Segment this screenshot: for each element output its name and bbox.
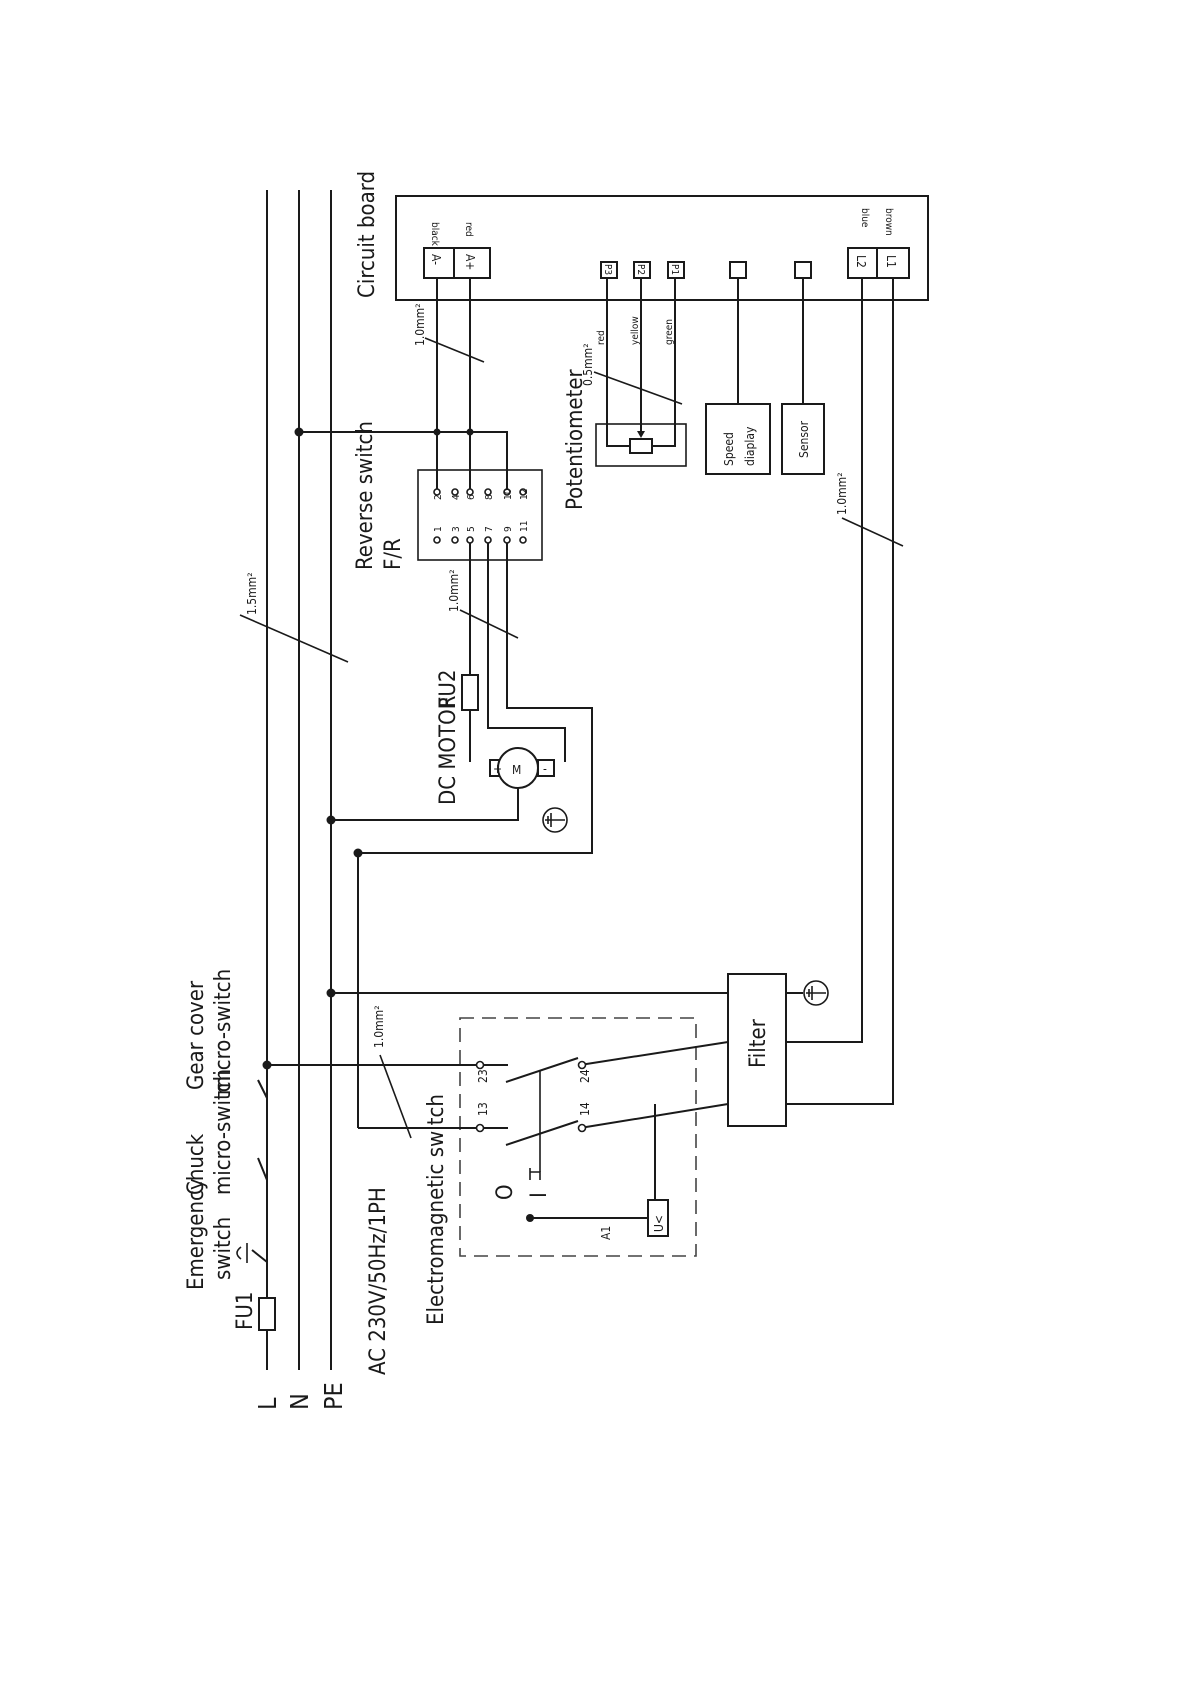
board-terminal-l1 xyxy=(876,247,910,279)
speed-display-label-1: Speed xyxy=(722,432,736,466)
board-terminal-a-plus-label: A+ xyxy=(463,254,477,270)
coil-label: U< xyxy=(652,1215,666,1232)
speed-display-box xyxy=(705,403,771,475)
rail-label-pe: PE xyxy=(319,1382,348,1410)
supply-label: AC 230V/50Hz/1PH xyxy=(366,1187,391,1375)
wire-size-motor: 1.0mm² xyxy=(447,569,461,612)
pin-7: 7 xyxy=(484,526,495,532)
motor-label: DC MOTOR xyxy=(436,695,461,805)
pin-1: 1 xyxy=(433,526,444,532)
ground-icon xyxy=(542,807,568,833)
board-terminal-l1-label: L1 xyxy=(884,255,898,268)
sensor-label: Sensor xyxy=(797,420,811,458)
pin-5: 5 xyxy=(466,526,477,532)
fuse-label-fu2: FU2 xyxy=(436,670,461,708)
sensor-box xyxy=(781,403,825,475)
wire-size-potentiometer: 0.5mm² xyxy=(581,343,595,386)
board-wire-color-red: red xyxy=(463,222,474,237)
pin-10: 10 xyxy=(503,488,514,500)
potentiometer-label: Potentiometer xyxy=(563,368,588,510)
pin-11: 11 xyxy=(519,521,530,532)
terminal-14 xyxy=(577,1123,587,1133)
circuit-board-label: Circuit board xyxy=(355,171,380,298)
terminal-23 xyxy=(475,1060,485,1070)
board-wire-color-blue: blue xyxy=(859,208,870,228)
terminal-23-label: 23 xyxy=(476,1069,490,1083)
terminal-24 xyxy=(577,1060,587,1070)
pot-wire-green: green xyxy=(664,319,675,345)
motor-plus: + xyxy=(493,762,502,776)
circuit-board xyxy=(395,195,929,301)
potentiometer-wires xyxy=(593,278,683,454)
rail-labels: L N PE xyxy=(253,1382,348,1410)
on-label: I xyxy=(527,1192,552,1198)
fuse-label-fu1: FU1 xyxy=(233,1292,258,1330)
fuse-icon xyxy=(258,1297,276,1331)
pin-3: 3 xyxy=(451,526,462,532)
wire-size-supply-board: 1.0mm² xyxy=(835,472,849,515)
board-wire-color-brown: brown xyxy=(883,208,894,236)
motor-icon: M + - xyxy=(489,747,555,789)
fuse-icon xyxy=(461,674,479,711)
motor-minus: - xyxy=(543,762,547,776)
board-terminal-p3-label: P3 xyxy=(602,264,613,275)
emergency-switch-label-1: Emergency xyxy=(184,1178,209,1290)
motor-symbol: M xyxy=(512,763,521,777)
filter-box xyxy=(727,973,787,1127)
board-terminal-p1-label: P1 xyxy=(669,264,680,275)
gear-cover-label-1: Gear cover xyxy=(184,980,209,1090)
rail-label-l: L xyxy=(253,1397,282,1410)
supply-wires xyxy=(786,278,904,1105)
reverse-switch-label-2: F/R xyxy=(381,538,406,570)
terminal-24-label: 24 xyxy=(578,1069,592,1083)
pin-6: 6 xyxy=(466,494,477,500)
undervoltage-coil xyxy=(647,1199,669,1237)
reverse-switch-label-1: Reverse switch xyxy=(353,421,378,570)
chuck-switch-label-2: micro-switch xyxy=(211,1069,236,1195)
pin-8: 8 xyxy=(484,494,495,500)
speed-display-label-2: diaplay xyxy=(743,426,757,466)
pin-4: 4 xyxy=(451,494,462,500)
board-terminal-sensor xyxy=(794,261,812,279)
gear-cover-label-2: micro-switch xyxy=(211,969,236,1095)
board-terminal-p2-label: P2 xyxy=(635,264,646,275)
electromagnetic-wiring xyxy=(267,1041,729,1222)
board-terminal-a-minus-label: A- xyxy=(429,254,443,265)
terminal-14-label: 14 xyxy=(578,1102,592,1116)
pin-2: 2 xyxy=(433,494,444,500)
pot-wire-yellow: yellow xyxy=(630,316,641,345)
electromagnetic-switch-label: Electromagnetic switch xyxy=(424,1094,449,1325)
wire-size-switch: 1.0mm² xyxy=(372,1005,386,1048)
reverse-switch xyxy=(417,469,543,561)
wire-size-main: 1.5mm² xyxy=(245,572,259,615)
filter-label: Filter xyxy=(746,1018,771,1068)
emergency-switch-label-2: switch xyxy=(211,1217,236,1280)
coil-terminal-label: A1 xyxy=(599,1226,613,1240)
mushroom-button-icon xyxy=(236,1243,268,1263)
electromagnetic-switch-box xyxy=(459,1017,697,1257)
wire-size-board-motor: 1.0mm² xyxy=(413,303,427,346)
terminal-13 xyxy=(475,1123,485,1133)
board-terminal-a-plus xyxy=(453,247,491,279)
rail-label-n: N xyxy=(285,1393,314,1410)
pin-12: 12 xyxy=(519,489,530,500)
board-terminal-p3 xyxy=(600,261,618,279)
off-label: O xyxy=(493,1184,518,1200)
terminal-13-label: 13 xyxy=(476,1102,490,1116)
chuck-switch-label-1: Chuck xyxy=(184,1133,209,1195)
power-rails xyxy=(239,190,349,1370)
board-terminal-speed-display xyxy=(729,261,747,279)
motor-wires xyxy=(331,543,593,1128)
reverse-switch-pins xyxy=(433,488,527,544)
board-wire-color-black: black xyxy=(429,222,440,247)
pin-9: 9 xyxy=(503,526,514,532)
board-terminal-l2-label: L2 xyxy=(854,255,868,268)
pot-wire-red: red xyxy=(596,330,607,345)
ground-icon xyxy=(803,980,829,1006)
